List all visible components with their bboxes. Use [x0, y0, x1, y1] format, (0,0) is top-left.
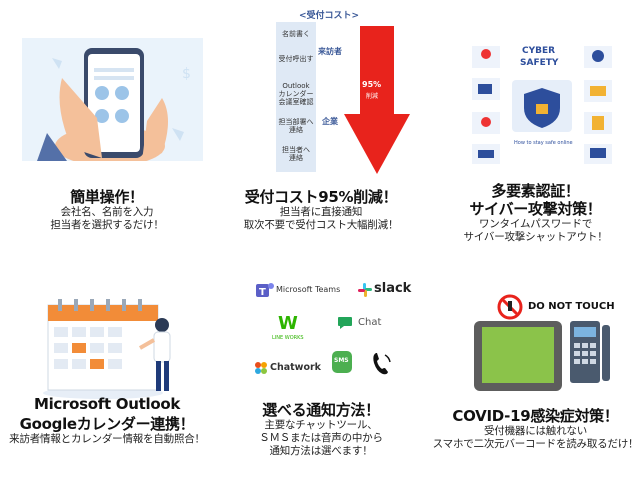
feature-desc-line: ＳＭＳまたは音声の中から — [259, 432, 383, 444]
feature-title: 簡単操作！ — [70, 188, 144, 206]
svg-text:W: W — [278, 313, 298, 331]
feature-desc-line: サイバー攻撃シャットアウト！ — [463, 231, 608, 243]
do-not-touch-text: DO NOT TOUCH — [528, 301, 615, 312]
diagram-role: 来訪者 — [318, 47, 342, 56]
diagram-step: Outlook カレンダー 会議室確認 — [278, 82, 314, 106]
app-name: LINE WORKS — [272, 335, 304, 341]
diagram-step: 受付呼出す — [278, 55, 314, 63]
cyber-safety-illustration: CYBER SAFETY How to stay safe online — [468, 40, 616, 170]
app-name: Microsoft Teams — [276, 285, 341, 294]
smartphone-hands-icon: $ — [22, 38, 203, 166]
arrow-value: 95% — [362, 80, 382, 89]
feature-notification: T Microsoft Teams slack W LINE WORKS Cha… — [214, 255, 428, 481]
do-not-touch-illustration: DO NOT TOUCH — [470, 291, 620, 401]
feature-desc-line: 来訪者情報とカレンダー情報を自動照合！ — [9, 433, 205, 445]
app-name: Chat — [358, 317, 382, 328]
diagram-step: 名前書く — [282, 30, 310, 38]
calendar-person-icon — [38, 295, 188, 405]
feature-desc-line: 会社名、名前を入力 — [60, 206, 154, 218]
feature-easy-operation: $ 簡単操作！ 会社名、名前を入力 担当者を選択するだけ！ — [0, 0, 214, 240]
feature-desc-line: ワンタイムパスワードで — [478, 218, 593, 230]
reception-cost-diagram: <受付コスト> 名前書く 受付呼出す Outlook カレンダー 会議室確認 担… — [274, 8, 414, 174]
feature-title: 受付コスト95%削減！ — [244, 188, 398, 206]
diagram-step: 担当者へ 連絡 — [282, 146, 310, 162]
feature-desc-line: 担当者に直接通知 — [279, 206, 363, 218]
feature-title: Microsoft Outlook — [33, 395, 181, 413]
feature-desc-line: 通知方法は選べます！ — [269, 445, 373, 457]
app-name: SMS — [334, 357, 349, 364]
diagram-steps-column — [276, 22, 316, 172]
feature-reception-cost: <受付コスト> 名前書く 受付呼出す Outlook カレンダー 会議室確認 担… — [214, 0, 428, 240]
feature-desc-line: 取次不要で受付コスト大幅削減！ — [243, 219, 399, 231]
cyber-caption: How to stay safe online — [514, 140, 573, 146]
down-arrow-icon — [344, 26, 410, 174]
app-name: Chatwork — [270, 362, 321, 373]
diagram-heading: <受付コスト> — [299, 11, 360, 21]
feature-calendar: Microsoft Outlook Googleカレンダー連携！ 来訪者情報とカ… — [0, 255, 214, 481]
feature-title: 多要素認証！ — [491, 182, 580, 200]
lineworks-icon: W — [278, 313, 298, 331]
sms-icon — [332, 351, 352, 373]
feature-title: 選べる通知方法！ — [262, 401, 380, 419]
feature-title-line2: サイバー攻撃対策！ — [469, 200, 602, 218]
phone-voice-icon — [373, 353, 391, 375]
feature-desc-line: スマホで二次元バーコードを読み取るだけ！ — [432, 438, 639, 450]
feature-title-line2: Googleカレンダー連携！ — [19, 415, 195, 433]
cyber-text: CYBER — [522, 46, 556, 56]
cyber-text: SAFETY — [520, 58, 559, 68]
feature-desc-line: 受付機器には触れない — [484, 425, 587, 437]
feature-title: COVID-19感染症対策！ — [452, 407, 619, 425]
feature-covid: DO NOT TOUCH COVID-19感染症対策！ 受付機器には触れない ス… — [428, 255, 643, 481]
svg-text:T: T — [259, 287, 266, 298]
diagram-role: 企業 — [322, 117, 338, 126]
feature-mfa: CYBER SAFETY How to stay safe online 多要素… — [428, 0, 643, 260]
slack-icon — [358, 283, 372, 297]
arrow-sub: 削減 — [366, 93, 379, 100]
chatwork-icon — [255, 362, 267, 374]
diagram-step: 担当部署へ 連絡 — [278, 118, 314, 134]
feature-desc-line: 主要なチャットツール、 — [264, 419, 378, 431]
svg-text:$: $ — [182, 66, 191, 82]
feature-desc-line: 担当者を選択するだけ！ — [50, 219, 164, 231]
teams-icon: T — [256, 283, 274, 298]
app-name: slack — [374, 281, 412, 296]
app-logos: T Microsoft Teams slack W LINE WORKS Cha… — [254, 275, 411, 400]
chat-icon — [338, 317, 352, 329]
